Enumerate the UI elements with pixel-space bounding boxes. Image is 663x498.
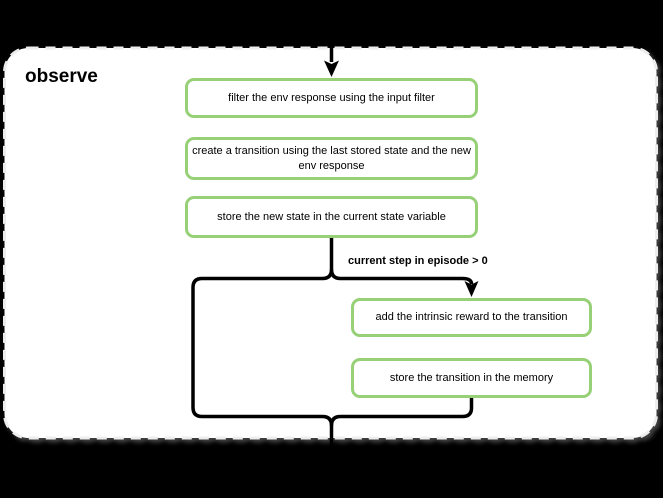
step-filter-env-response: filter the env response using the input … [185,78,478,118]
condition-connector-right [329,269,474,285]
condition-arrowhead-icon [464,281,479,297]
step-add-intrinsic-reward: add the intrinsic reward to the transiti… [351,298,592,337]
step-store-new-state: store the new state in the current state… [185,196,478,238]
step-label: create a transition using the last store… [192,145,471,172]
step-label: store the new state in the current state… [217,210,446,223]
condition-label: current step in episode > 0 [348,255,488,267]
step-label: store the transition in the memory [389,371,554,384]
step-create-transition: create a transition using the last store… [185,137,478,180]
bypass-connector-left [191,238,334,498]
incoming-arrowhead-icon [324,60,339,77]
step-store-transition: store the transition in the memory [351,358,592,398]
step-label: filter the env response using the input … [228,91,435,104]
step-label: add the intrinsic reward to the transiti… [375,311,568,324]
merge-connector [329,396,474,426]
page-title: observe [25,66,98,87]
